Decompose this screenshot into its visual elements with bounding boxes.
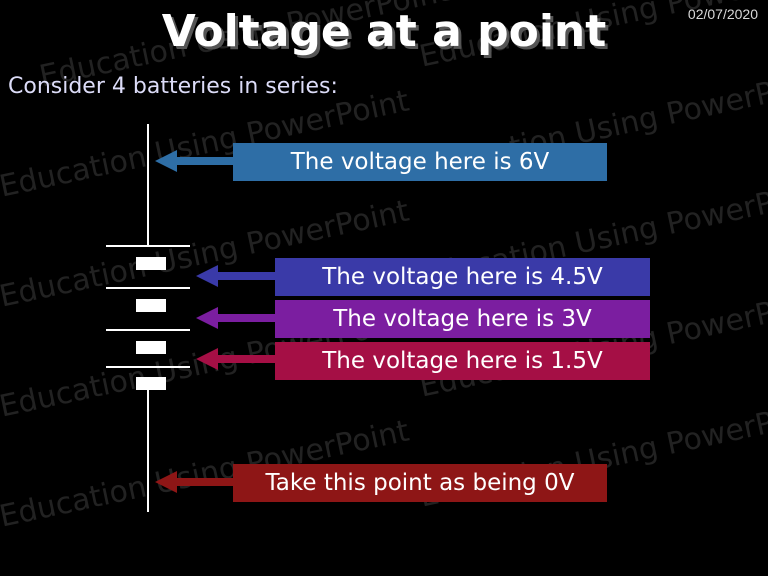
battery-cell-4	[106, 366, 190, 390]
arrow-3v	[196, 307, 276, 329]
label-0v: Take this point as being 0V	[233, 464, 607, 502]
battery-cell-2	[106, 287, 190, 312]
arrow-1-5v	[196, 348, 276, 370]
label-6v: The voltage here is 6V	[233, 143, 607, 181]
slide-subtitle: Consider 4 batteries in series:	[8, 74, 338, 99]
label-3v: The voltage here is 3V	[275, 300, 650, 338]
arrow-0v	[155, 471, 235, 493]
arrow-6v	[155, 150, 235, 172]
slide-date: 02/07/2020	[687, 6, 758, 22]
slide-title: Voltage at a point	[161, 6, 607, 57]
label-1-5v: The voltage here is 1.5V	[275, 342, 650, 380]
label-4-5v: The voltage here is 4.5V	[275, 258, 650, 296]
battery-cell-3	[106, 329, 190, 354]
battery-cell-1	[106, 245, 190, 270]
arrow-4-5v	[196, 265, 276, 287]
